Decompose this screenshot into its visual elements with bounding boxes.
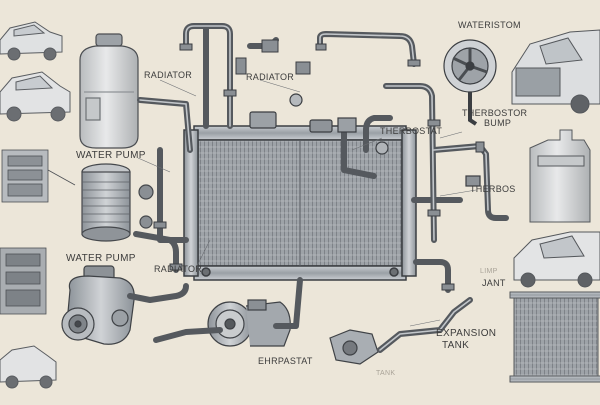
label-thermostat: THERBOSTAT [380,126,443,136]
sketch-engine-2 [0,247,47,315]
label-water-pump-upper: WATER PUMP [76,150,146,161]
label-radiator-lower: RADIATOR [154,264,203,274]
label-jant: JANT [482,278,506,288]
water-pump-assembly [61,265,135,345]
label-waterpump-top: WATERISTOM [458,20,521,30]
label-radiator-top-left: RADIATOR [144,70,193,80]
fan-pulley [443,39,497,126]
label-faint-bottom: TANK [376,370,396,377]
sketch-car-1 [0,21,63,61]
label-water-pump-lower: WATER PUMP [66,253,136,264]
sketch-car-right-top [511,29,600,114]
thermostat-valve [337,117,481,187]
leader-lines [137,79,477,327]
label-thermostat-pump: THERBOSTOR [462,108,528,118]
expansion-tank-left [79,33,139,149]
label-thermostat-pump-sub: BUMP [484,118,512,128]
sketch-car-2 [0,71,71,122]
thermostat-housing-bottom [329,329,379,365]
coolant-jug [529,129,591,223]
small-radiator-right [509,291,600,383]
label-thermostat-side: THERBOS [470,184,516,194]
label-jant-small: LIMP [480,268,498,275]
radiator-cap-fittings [249,93,333,133]
sketch-engine-1 [1,149,76,203]
water-pump-canister [81,163,154,242]
thermostat-pump-unit [207,299,291,347]
sketch-car-3 [0,345,57,389]
label-radiator-top-mid: RADIATOR [246,72,295,82]
label-ehrpastat: EHRPASTAT [258,356,313,366]
label-expansion-line2: TANK [442,340,470,351]
main-radiator [183,125,417,281]
hose-clamps [153,39,485,291]
label-expansion-line1: EXPANSION [436,328,497,339]
sketch-car-right-bottom [513,231,600,288]
